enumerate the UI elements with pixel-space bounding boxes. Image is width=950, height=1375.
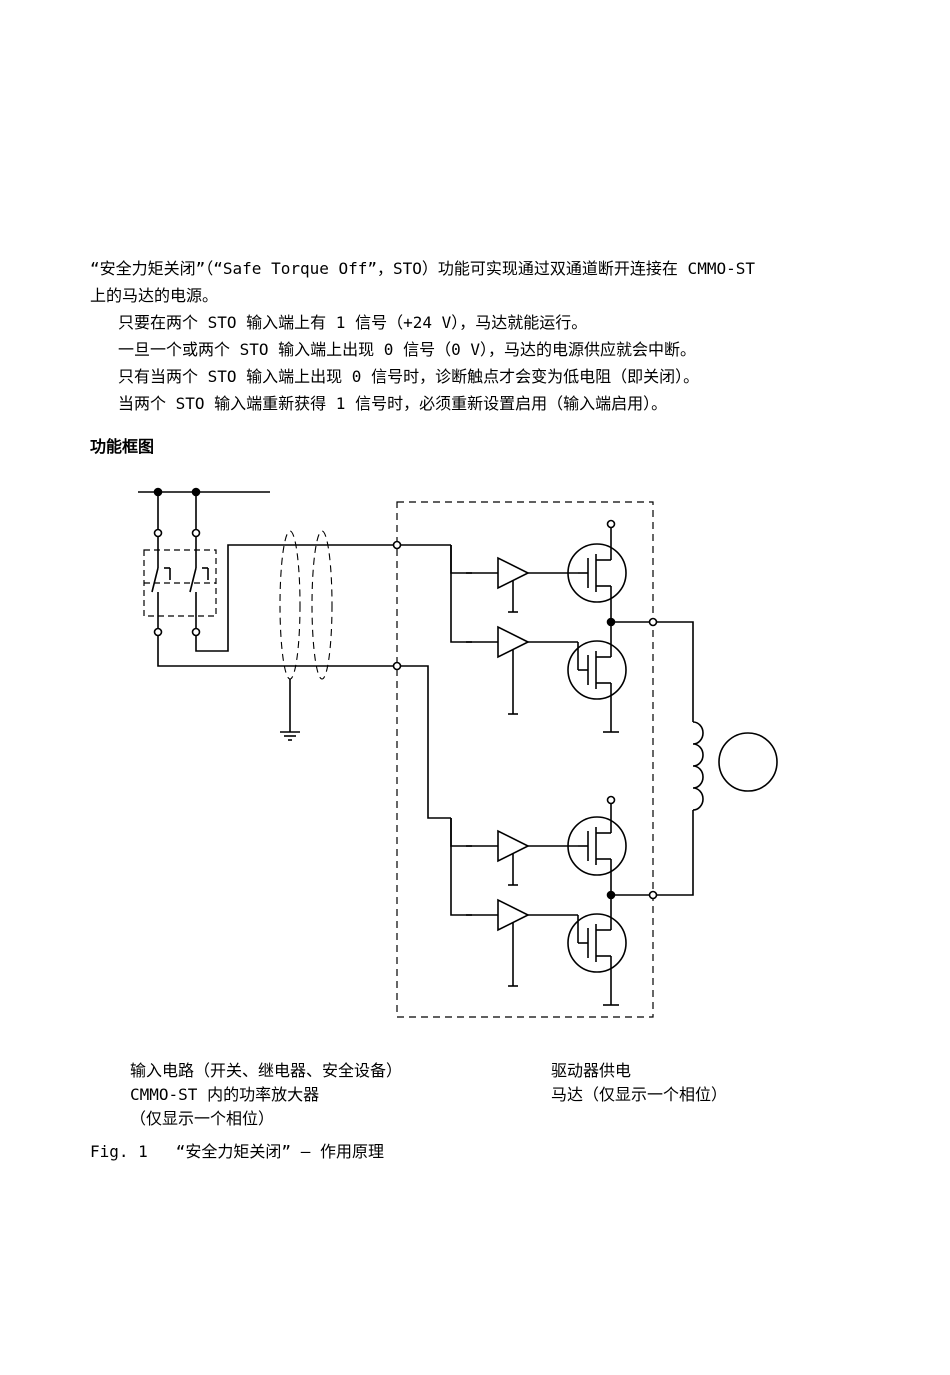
switch-contact [189,567,197,593]
function-block-diagram [138,487,778,1018]
amplifier-triangle [497,898,530,932]
legend-input-circuit: 输入电路（开关、继电器、安全设备） [130,1061,403,1080]
paragraph-reenable: 当两个 STO 输入端重新获得 1 信号时，必须重新设置启用（输入端启用）。 [118,394,668,413]
switch-terminal [153,627,163,637]
sto-channel-1-wire [195,544,397,652]
legend-motor: 马达（仅显示一个相位） [551,1085,728,1104]
switch-terminal [191,528,201,538]
figure-title: “安全力矩关闭” – 作用原理 [175,1142,384,1161]
driver-terminal [392,661,402,671]
mosfet-symbol [567,816,627,876]
legend-power-amplifier: CMMO-ST 内的功率放大器 [130,1085,320,1104]
sto-channel-2-wire [157,636,397,667]
amplifier-triangle [497,829,530,863]
switch-contact [151,567,159,593]
mosfet-symbol [567,640,627,700]
figure-caption: Fig. 1 “安全力矩关闭” – 作用原理 [90,1138,384,1162]
output-terminal [648,890,658,900]
paragraph-power-interrupt: 一旦一个或两个 STO 输入端上出现 0 信号（0 V），马达的电源供应就会中断… [118,340,696,359]
driver-terminal [392,540,402,550]
cable-shield [311,530,333,680]
amplifier-triangle [497,625,530,659]
mosfet-symbol [567,543,627,603]
output-terminal [648,617,658,627]
motor-symbol [718,732,778,792]
switch-terminal [191,627,201,637]
mosfet-symbol [567,913,627,973]
motor-winding-coil [692,721,704,811]
intro-text-line-1: “安全力矩关闭”（“Safe Torque Off”，STO）功能可实现通过双通… [90,259,755,278]
paragraph-run-condition: 只要在两个 STO 输入端上有 1 信号（+24 V），马达就能运行。 [118,313,588,332]
cable-shield [279,530,301,680]
legend-one-phase: （仅显示一个相位） [130,1109,275,1128]
intro-text-line-2: 上的马达的电源。 [90,286,219,305]
amplifier-triangle [497,556,530,590]
section-heading: 功能框图 [90,437,155,456]
gate-driver-stage [466,895,627,1006]
gate-driver-stage [466,622,627,733]
paragraph-diagnostic-contact: 只有当两个 STO 输入端上出现 0 信号时，诊断触点才会变为低电阻（即关闭）。 [118,367,700,386]
power-amplifier-box [396,501,654,1018]
legend-driver-supply: 驱动器供电 [551,1061,632,1080]
gate-driver-stage [466,795,627,895]
gate-driver-stage [466,519,627,622]
figure-label: Fig. 1 [90,1142,148,1161]
switch-terminal [153,528,163,538]
